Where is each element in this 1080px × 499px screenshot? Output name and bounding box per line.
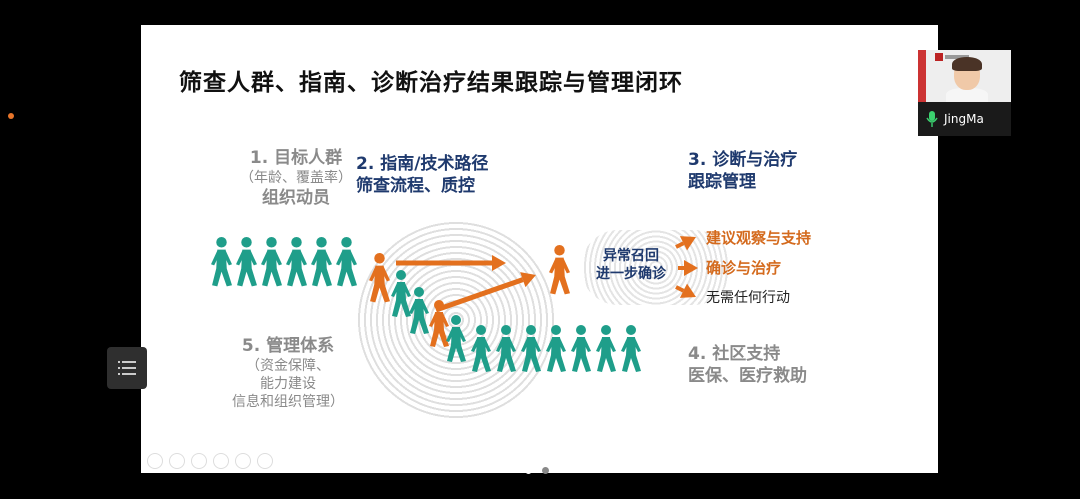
participant-name: JingMa <box>944 112 984 126</box>
slide-controls <box>147 453 273 469</box>
next-slide-icon[interactable] <box>169 453 185 469</box>
status-dot <box>8 113 14 119</box>
walking-person-icon <box>549 245 570 295</box>
diagnosis-block: 3. 诊断与治疗 跟踪管理 <box>688 150 798 193</box>
page-dot[interactable] <box>542 467 549 474</box>
management-block: 5. 管理体系 （资金保障、 能力建设 信息和组织管理） <box>232 336 344 411</box>
mic-icon[interactable] <box>926 111 938 127</box>
recall-block: 异常召回 进一步确诊 <box>596 248 666 283</box>
community-block: 4. 社区支持 医保、医疗救助 <box>688 344 807 387</box>
outcome-observe: 建议观察与支持 <box>706 229 812 247</box>
outcome-none: 无需任何行动 <box>706 290 790 306</box>
guideline-block: 2. 指南/技术路径 筛查流程、质控 <box>356 154 489 197</box>
walking-person-icon <box>391 270 411 317</box>
zoom-icon[interactable] <box>235 453 251 469</box>
walking-person-icon <box>369 253 390 303</box>
people-flow-graphic <box>211 236 698 372</box>
walking-person-icon <box>596 325 616 372</box>
walking-person-icon <box>236 237 257 287</box>
walking-person-icon <box>446 315 466 362</box>
menu-list-button[interactable] <box>107 347 147 389</box>
cloud-graphic <box>581 230 731 305</box>
presentation-slide: 筛查人群、指南、诊断治疗结果跟踪与管理闭环 1. 目标人群 （年龄、覆盖率） 组… <box>141 25 938 473</box>
prev-slide-icon[interactable] <box>147 453 163 469</box>
walking-person-icon <box>521 325 541 372</box>
walking-person-icon <box>409 287 429 334</box>
arrow-icon <box>675 236 696 251</box>
more-icon[interactable] <box>257 453 273 469</box>
page-indicator <box>525 467 549 474</box>
walking-person-icon <box>311 237 332 287</box>
walking-person-icon <box>546 325 566 372</box>
walking-person-icon <box>286 237 307 287</box>
arrow-icon <box>396 255 506 271</box>
arrow-icon <box>435 272 536 313</box>
arrow-icon <box>675 283 696 298</box>
slide-title: 筛查人群、指南、诊断治疗结果跟踪与管理闭环 <box>179 70 683 96</box>
arrow-icon <box>678 260 698 276</box>
walking-person-icon <box>621 325 641 372</box>
slides-icon[interactable] <box>213 453 229 469</box>
page-dot[interactable] <box>525 467 532 474</box>
logo-icon <box>935 53 969 61</box>
menu-list-icon <box>118 361 136 375</box>
outcome-treat: 确诊与治疗 <box>706 259 782 277</box>
participant-video[interactable] <box>918 50 1011 102</box>
walking-person-icon <box>336 237 357 287</box>
walking-person-icon <box>471 325 491 372</box>
walking-person-icon <box>571 325 591 372</box>
target-group-block: 1. 目标人群 （年龄、覆盖率） 组织动员 <box>240 148 352 209</box>
pen-icon[interactable] <box>191 453 207 469</box>
walking-person-icon <box>496 325 516 372</box>
walking-person-icon <box>211 237 232 287</box>
participant-name-bar: JingMa <box>918 102 1011 136</box>
walking-person-icon <box>261 237 282 287</box>
